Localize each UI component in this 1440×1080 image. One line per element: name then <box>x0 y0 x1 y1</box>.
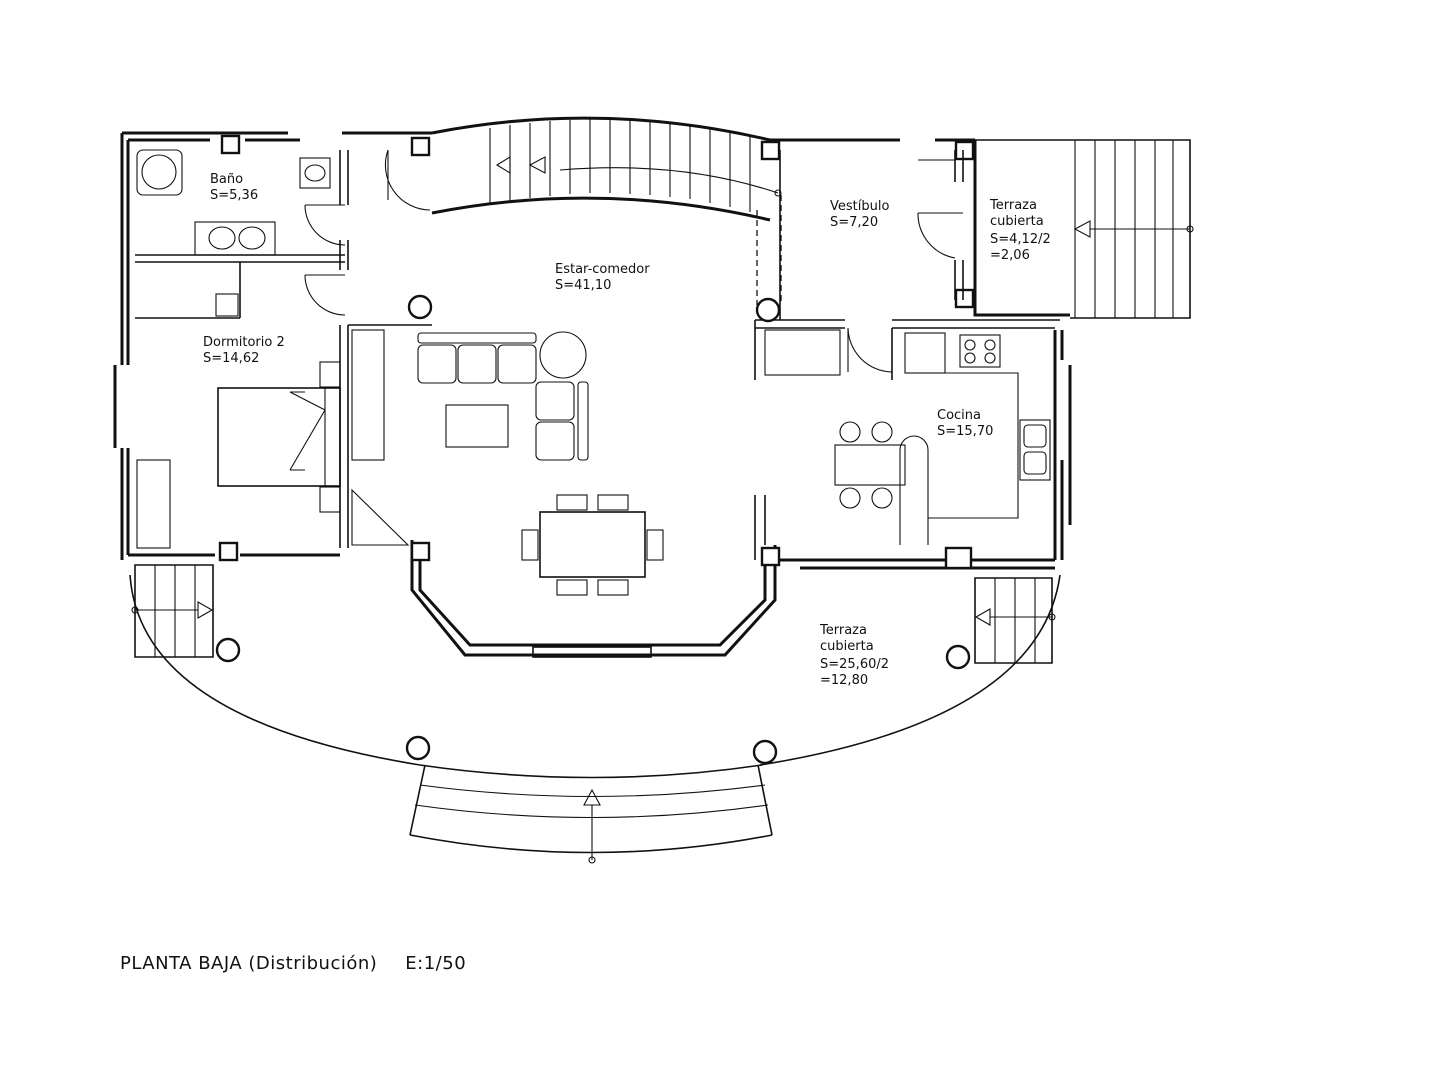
plan-scale: E:1/50 <box>405 953 467 974</box>
room-area-dormitorio-2: S=14,62 <box>203 351 259 366</box>
room-area-cocina: S=15,70 <box>937 424 993 439</box>
interior-walls <box>135 150 1060 560</box>
room-name2-terraza-norte: cubierta <box>990 214 1044 229</box>
room-area2-terraza-sur: =12,80 <box>820 673 868 688</box>
room-area2-terraza-norte: =2,06 <box>990 248 1030 263</box>
room-area-bano: S=5,36 <box>210 188 258 203</box>
room-area-vestibulo: S=7,20 <box>830 215 878 230</box>
room-name-cocina: Cocina <box>937 408 981 423</box>
room-name-terraza-norte: Terraza <box>989 198 1037 213</box>
room-labels: Baño S=5,36 Estar-comedor S=41,10 Vestíb… <box>203 172 1051 688</box>
room-name-bano: Baño <box>210 172 243 187</box>
bedroom-furniture <box>136 361 341 549</box>
terraces <box>129 139 1194 864</box>
room-area-terraza-norte: S=4,12/2 <box>990 232 1051 247</box>
doors <box>304 149 963 373</box>
room-name-estar-comedor: Estar-comedor <box>555 262 650 277</box>
plan-caption: PLANTA BAJA (Distribución) E:1/50 <box>120 953 494 974</box>
room-area-terraza-sur: S=25,60/2 <box>820 657 889 672</box>
room-name2-terraza-sur: cubierta <box>820 639 874 654</box>
room-name-dormitorio-2: Dormitorio 2 <box>203 335 285 350</box>
kitchen-furniture <box>756 195 1051 545</box>
exterior-walls <box>113 116 1072 658</box>
living-dining-furniture <box>351 294 781 596</box>
main-staircase <box>489 119 782 212</box>
room-name-vestibulo: Vestíbulo <box>830 199 889 214</box>
bathroom-fixtures <box>136 149 331 317</box>
room-area-estar-comedor: S=41,10 <box>555 278 611 293</box>
plan-title: PLANTA BAJA (Distribución) <box>120 953 378 974</box>
room-name-terraza-sur: Terraza <box>819 623 867 638</box>
